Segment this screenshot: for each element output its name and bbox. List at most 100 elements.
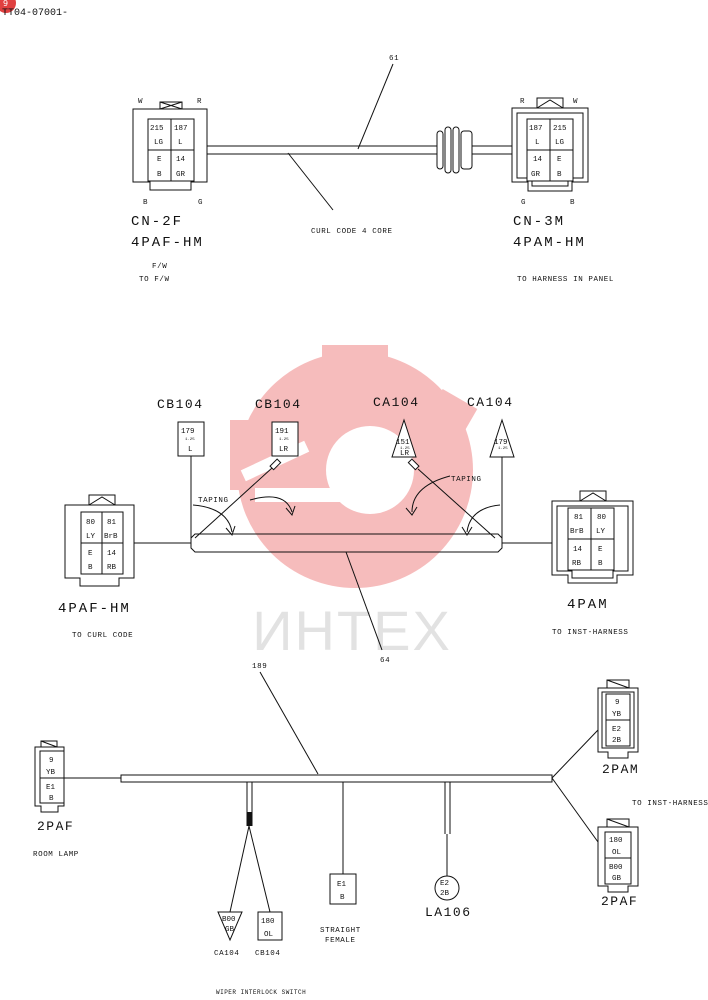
taping-label-left: TAPING [198,497,229,505]
tag-gauge: 1.25 [498,447,508,451]
pin-cell: 80 [597,514,607,522]
taping-label-right: TAPING [451,476,482,484]
straight-caption-2: FEMALE [325,937,356,945]
2pam-type: 2PAM [602,762,639,777]
tag-color: GB [225,926,235,934]
tag-cb104-b: 191 1.25 LR [194,421,299,539]
cn-3m-bottom-right: B [570,199,575,207]
pin-cell: B00 [609,864,623,872]
pin-cell: 9 [615,699,620,707]
4pam-sub: TO INST-HARNESS [552,629,629,637]
cn-2f-top-left: W [138,98,143,106]
tag-cb104-a: 179 1.25 L [177,421,205,540]
cn-2f-name: CN-2F [131,214,183,230]
tag-num: 179 [181,428,195,436]
tag-ca104-a: 151 1.25 LR [391,418,496,539]
pin-cell: 14 [176,156,186,164]
document-code: TT04-07001- [2,8,68,19]
tag-color: LR [400,450,410,458]
to-inst-harness-label: TO INST-HARNESS [632,800,708,808]
tag-color: B [340,894,345,902]
bottom-harness [64,729,599,913]
cable-label-leader [287,152,334,211]
2paf-left-sub: ROOM LAMP [33,851,79,859]
middle-label-4: CA104 [467,395,514,410]
tag-gauge: 1.25 [279,438,289,442]
cn-2f-sub2: TO F/W [139,276,170,284]
pin-cell: B [557,171,562,179]
pin-cell: LG [555,139,565,147]
tag-tri-ca104: B00 GB [217,911,243,942]
bottom-wire-number: 189 [252,663,267,671]
cn-3m-top-left: R [520,98,525,106]
pin-cell: L [535,139,540,147]
pin-cell: L [178,139,183,147]
cn-3m-type: 4PAM-HM [513,235,586,251]
pin-cell: E [598,546,603,554]
4paf-hm-sub: TO CURL CODE [72,632,133,640]
2paf-right-type: 2PAF [601,894,638,909]
tag-num: 191 [275,428,289,436]
pin-cell: BrB [570,528,584,536]
connector-cn-2f: W R 215 187 LG L E 14 B GR B G CN-2F 4PA… [131,98,208,284]
tag-color: OL [264,931,274,939]
pin-cell: 187 [529,125,543,133]
split-label-cb104: CB104 [255,950,281,958]
tag-ca104-b: 179 1.25 [489,418,515,540]
connector-4paf-hm: 80 81 LY BrB E 14 B RB 4PAF-HM TO CURL C… [58,494,135,640]
pin-cell: E [557,156,562,164]
pin-cell: 187 [174,125,188,133]
pin-cell: 9 [49,757,54,765]
taping-arrows: TAPING TAPING [192,475,501,536]
connector-2pam: 9 YB E2 2B 2PAM [597,679,639,777]
4pam-type: 4PAM [567,597,609,613]
middle-harness: 64 [134,533,552,665]
cable-grommet [436,126,473,174]
bottom-wire-leader [259,671,319,775]
round-label: LA106 [425,905,472,920]
pin-cell: RB [572,560,582,568]
pin-cell: YB [612,711,622,719]
connector-2paf-right: 180 OL B00 GB 2PAF [597,818,639,909]
middle-label-1: CB104 [157,397,204,412]
page-badge-text: 9 [3,0,8,8]
middle-label-2: CB104 [255,397,302,412]
cn-2f-type: 4PAF-HM [131,235,204,251]
pin-cell: B [598,560,603,568]
pin-cell: 80 [86,519,96,527]
cn-2f-bottom-right: G [198,199,203,207]
tag-sq-cb104: 180 OL [257,911,283,941]
pin-cell: YB [46,769,56,777]
pin-cell: E2 [612,726,621,734]
pin-cell: OL [612,849,622,857]
cn-3m-top-right: W [573,98,578,106]
pin-cell: B [88,564,93,572]
tag-num: E1 [337,881,347,889]
pin-cell: BrB [104,533,118,541]
pin-cell: B [157,171,162,179]
tag-num: 180 [261,918,275,926]
pin-cell: 14 [573,546,583,554]
tag-color: L [188,446,193,454]
watermark: ИНТЕХ [230,345,478,662]
page-badge [0,0,16,13]
connector-4pam: 81 80 BrB LY 14 E RB B 4PAM TO INST-HARN… [551,490,634,637]
pin-cell: 215 [553,125,567,133]
pin-cell: 215 [150,125,164,133]
cable-label: CURL CODE 4 CORE [311,228,393,236]
pin-cell: GB [612,875,622,883]
middle-wire-number: 64 [380,657,390,665]
pin-cell: 14 [107,550,117,558]
cn-3m-name: CN-3M [513,214,565,230]
cn-2f-top-right: R [197,98,202,106]
pin-cell: E [88,550,93,558]
pin-cell: LG [154,139,164,147]
cn-3m-bottom-left: G [521,199,526,207]
tag-round-la106: E2 2B [434,875,460,901]
connector-cn-3m: R W 187 215 L LG 14 E GR B G B CN-3M 4PA… [511,97,613,284]
pin-cell: LY [86,533,96,541]
tag-num: E2 [440,880,449,888]
watermark-text: ИНТЕХ [252,599,452,662]
pin-cell: E [157,156,162,164]
